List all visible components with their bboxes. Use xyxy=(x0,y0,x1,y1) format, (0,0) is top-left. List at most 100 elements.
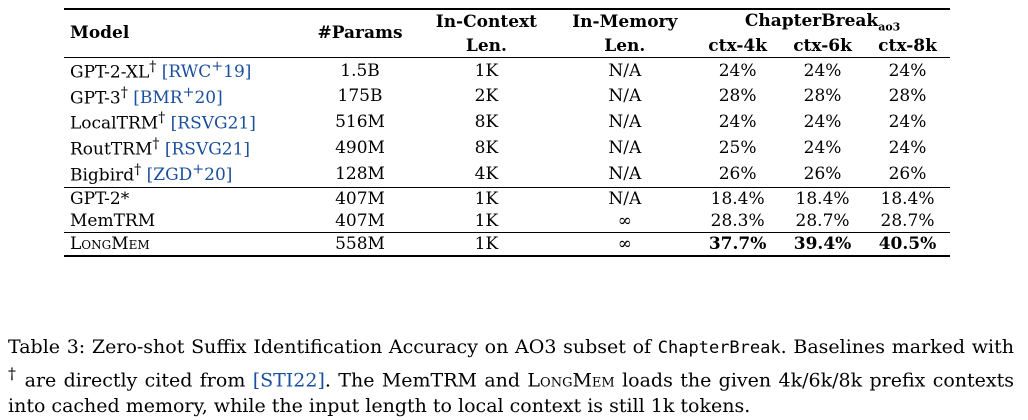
ctx6-cell: 28% xyxy=(803,86,842,107)
inmemory-cell: N/A xyxy=(608,137,642,158)
inmemory-cell: N/A xyxy=(554,56,696,84)
model-cell: MemTRM xyxy=(70,210,156,231)
inmemory-cell: N/A xyxy=(554,186,696,210)
caption-text-2: . Baselines marked with xyxy=(780,336,1014,358)
caption-text-3: are directly cited from xyxy=(17,369,253,392)
ctx6-cell: 24% xyxy=(803,137,842,158)
inmemory-cell: ∞ xyxy=(554,231,696,257)
ctx8-cell: 28% xyxy=(888,86,927,107)
ctx6-cell: 24% xyxy=(780,56,866,84)
caption-citation-link[interactable]: [STI22] xyxy=(252,369,325,392)
table-row: RoutTRM† [RSVG21] 490M 8K N/A 25% 24% 24… xyxy=(64,135,950,161)
col-inmemory-header-2: Len. xyxy=(604,35,646,56)
citation-link[interactable]: [RSVG21] xyxy=(170,113,256,134)
caption-text-4: . The MemTRM and xyxy=(324,369,528,392)
ctx4-cell: 18.4% xyxy=(695,186,781,210)
table-row: MemTRM 407M 1K ∞ 28.3% 28.7% 28.7% xyxy=(64,210,950,233)
col-incontext-header-1: In-Context xyxy=(435,12,538,33)
incontext-cell: 2K xyxy=(474,86,499,107)
dagger-mark: † xyxy=(158,110,166,127)
incontext-cell: 1K xyxy=(474,210,499,231)
col-inmemory-header-1: In-Memory xyxy=(572,12,678,33)
citation-plus-mark: + xyxy=(211,58,224,75)
header-row-2: Len. Len. ctx-4k ctx-6k ctx-8k xyxy=(64,35,950,58)
params-cell: 175B xyxy=(337,86,383,107)
col-incontext-header-2: Len. xyxy=(465,35,507,56)
caption-dataset-name: ChapterBreak xyxy=(657,338,781,358)
chapterbreak-header-text: ChapterBreak xyxy=(744,11,879,31)
dagger-mark: † xyxy=(134,161,142,178)
inmemory-cell: N/A xyxy=(608,112,642,133)
ctx6-cell: 18.4% xyxy=(780,186,866,210)
inmemory-cell: N/A xyxy=(608,163,642,184)
table-row: LocalTRM† [RSVG21] 516M 8K N/A 24% 24% 2… xyxy=(64,109,950,135)
citation-link[interactable]: [RWC+19] xyxy=(161,58,252,83)
ctx4-cell: 37.7% xyxy=(695,231,781,257)
chapterbreak-header: ChapterBreakao3 xyxy=(695,9,950,35)
params-cell: 407M xyxy=(301,186,419,210)
dagger-mark: † xyxy=(152,136,160,153)
ctx4-cell: 25% xyxy=(718,137,757,158)
model-name: LocalTRM xyxy=(70,113,159,134)
model-name: GPT-3 xyxy=(70,88,121,109)
incontext-cell: 4K xyxy=(474,163,499,184)
caption-longmem: LongMem xyxy=(527,369,615,392)
caption-text-1: Table 3: Zero-shot Suffix Identification… xyxy=(8,336,658,358)
table-row: Bigbird† [ZGD+20] 128M 4K N/A 26% 26% 26… xyxy=(64,161,950,187)
table-row: GPT-2* 407M 1K N/A 18.4% 18.4% 18.4% xyxy=(64,186,950,210)
ctx8-cell: 26% xyxy=(888,163,927,184)
ctx8-cell: 28.7% xyxy=(880,210,935,231)
model-cell: LocalTRM† [RSVG21] xyxy=(64,109,302,135)
col-ctx8-header: ctx-8k xyxy=(878,35,937,56)
ctx6-cell: 39.4% xyxy=(780,231,866,257)
ctx8-cell: 24% xyxy=(865,56,950,84)
model-cell: Bigbird† [ZGD+20] xyxy=(64,161,302,187)
citation-link[interactable]: [RSVG21] xyxy=(164,139,251,160)
table-row-longmem: LongMem 558M 1K ∞ 37.7% 39.4% 40.5% xyxy=(64,231,950,257)
ctx8-cell: 24% xyxy=(888,112,927,133)
header-row-1: Model #Params In-Context In-Memory Chapt… xyxy=(64,9,950,43)
citation-plus-mark: + xyxy=(192,161,205,178)
col-ctx4-header: ctx-4k xyxy=(708,35,767,56)
table-row: GPT-2-XL† [RWC+19] 1.5B 1K N/A 24% 24% 2… xyxy=(64,56,950,84)
model-cell: GPT-2-XL† [RWC+19] xyxy=(64,56,302,84)
params-cell: 1.5B xyxy=(301,56,419,84)
model-name: GPT-2-XL xyxy=(70,62,150,83)
incontext-cell: 8K xyxy=(474,112,499,133)
model-name: Bigbird xyxy=(70,165,135,186)
inmemory-cell: ∞ xyxy=(617,210,632,231)
ctx8-cell: 24% xyxy=(888,137,927,158)
incontext-cell: 1K xyxy=(418,231,555,257)
params-cell: 490M xyxy=(335,137,385,158)
model-cell: LongMem xyxy=(64,231,302,257)
params-cell: 128M xyxy=(335,163,385,184)
dagger-mark: † xyxy=(149,58,157,75)
ctx6-cell: 24% xyxy=(803,112,842,133)
params-cell: 516M xyxy=(335,112,385,133)
col-model-header: Model xyxy=(70,23,130,44)
params-cell: 558M xyxy=(301,231,419,257)
ctx4-cell: 26% xyxy=(718,163,757,184)
citation-link[interactable]: [BMR+20] xyxy=(133,84,223,109)
dagger-mark: † xyxy=(120,84,128,101)
ctx4-cell: 24% xyxy=(718,112,757,133)
ctx6-cell: 28.7% xyxy=(795,210,850,231)
ctx8-cell: 18.4% xyxy=(865,186,950,210)
citation-link[interactable]: [ZGD+20] xyxy=(146,161,233,186)
caption-dagger-mark: † xyxy=(8,364,18,383)
table-row: GPT-3† [BMR+20] 175B 2K N/A 28% 28% 28% xyxy=(64,84,950,110)
ctx6-cell: 26% xyxy=(803,163,842,184)
model-cell: RoutTRM† [RSVG21] xyxy=(64,135,302,161)
inmemory-cell: N/A xyxy=(608,86,642,107)
citation-plus-mark: + xyxy=(182,84,195,101)
incontext-cell: 1K xyxy=(418,186,555,210)
results-table: Model #Params In-Context In-Memory Chapt… xyxy=(64,8,950,257)
chapterbreak-header-sub: ao3 xyxy=(878,20,901,34)
incontext-cell: 8K xyxy=(474,137,499,158)
model-cell: GPT-3† [BMR+20] xyxy=(64,84,302,110)
col-ctx6-header: ctx-6k xyxy=(793,35,852,56)
ctx4-cell: 24% xyxy=(695,56,781,84)
model-cell: GPT-2* xyxy=(64,186,302,210)
col-params-header: #Params xyxy=(317,23,403,44)
